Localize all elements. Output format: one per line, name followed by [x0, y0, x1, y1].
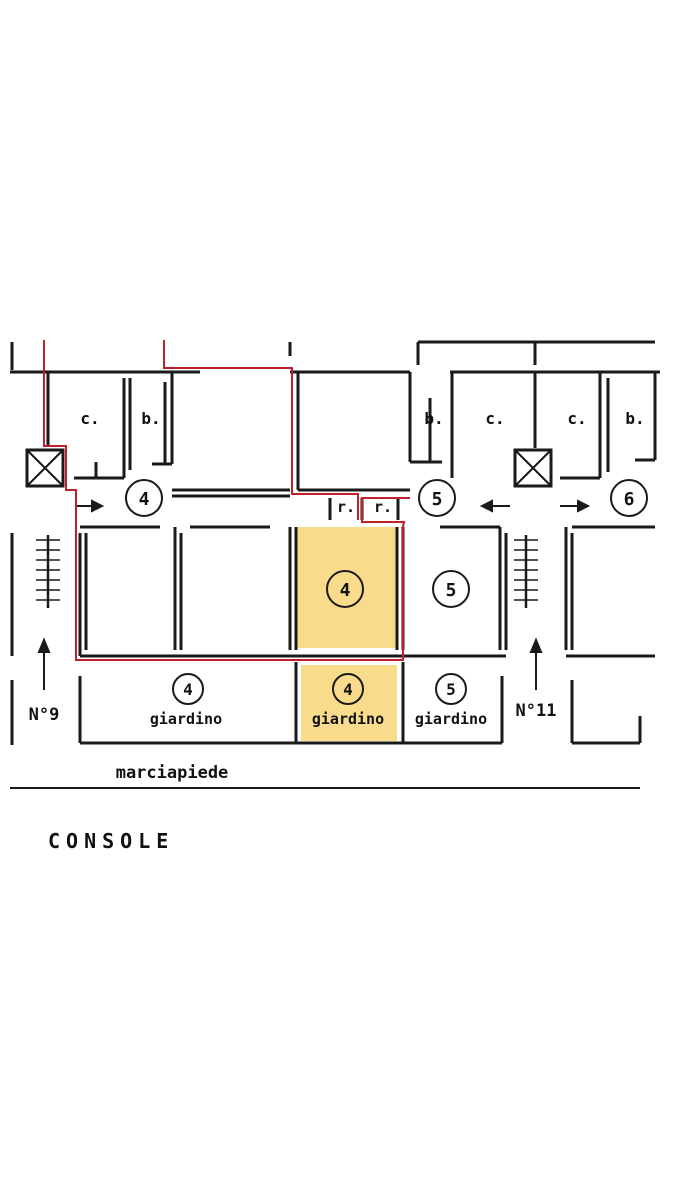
- unit-number: 5: [446, 680, 456, 699]
- highlighted-apartment-4: [296, 527, 397, 648]
- property-boundary: [43, 340, 410, 661]
- closet-label-2: r.: [374, 498, 392, 516]
- side-label: CONSOLE: [48, 829, 174, 853]
- entrance-label-9: N°9: [29, 705, 60, 725]
- closet-label-1: r.: [337, 498, 355, 516]
- arrows: [37, 499, 591, 690]
- unit-number: 4: [343, 680, 353, 699]
- unit-number: 4: [340, 580, 351, 601]
- unit-number: 6: [624, 489, 635, 510]
- garden-label: giardino: [150, 710, 222, 728]
- unit-number: 5: [446, 580, 457, 601]
- garden-label: giardino: [415, 710, 487, 728]
- lift-symbols: [26, 449, 552, 487]
- bathroom-label-1: b.: [141, 409, 160, 428]
- bathroom-label-2: b.: [424, 409, 443, 428]
- staircases: [36, 535, 538, 608]
- entrance-label-11: N°11: [516, 701, 557, 721]
- street-label: marciapiede: [116, 763, 229, 783]
- cellar-label-3: c.: [567, 409, 586, 428]
- unit-number: 4: [183, 680, 193, 699]
- cellar-label-1: c.: [80, 409, 99, 428]
- unit-number: 4: [139, 489, 150, 510]
- unit-circles: [125, 479, 648, 705]
- garden-label: giardino: [312, 710, 384, 728]
- walls: [10, 340, 660, 789]
- cellar-label-2: c.: [485, 409, 504, 428]
- unit-number: 5: [432, 489, 443, 510]
- bathroom-label-3: b.: [625, 409, 644, 428]
